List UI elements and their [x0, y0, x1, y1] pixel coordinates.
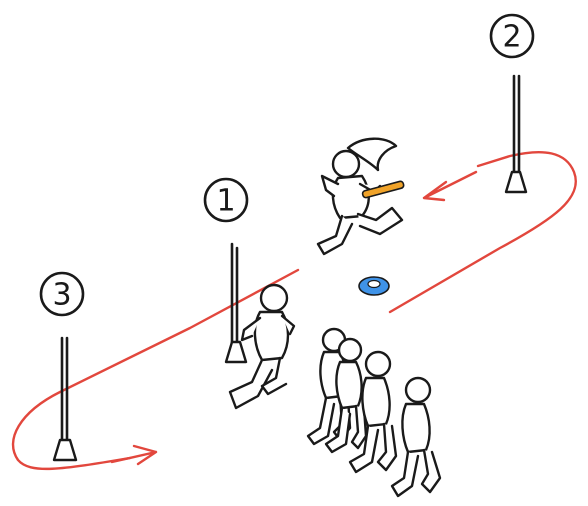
relay-baton-icon [362, 181, 404, 199]
receiving-runner-head [261, 285, 287, 311]
running-track [13, 152, 576, 469]
station-1-pole-base [226, 342, 246, 362]
waiting-runner-torso [402, 404, 429, 452]
waiting-runner-leg-left [392, 452, 418, 496]
waiting-runners-group [308, 329, 440, 496]
waiting-runner-torso [362, 378, 389, 426]
track-arrow-bottom-icon [112, 446, 156, 464]
waiting-runner-leg-right [378, 424, 396, 470]
waiting-runner-head [339, 339, 361, 361]
lead-runner-figure [318, 139, 404, 254]
station-2-pole-base [506, 172, 526, 192]
waiting-runner-torso [336, 362, 361, 408]
lead-runner-head [333, 151, 359, 177]
station-1: 1 [205, 179, 247, 362]
cone-center [368, 281, 380, 288]
waiting-runner-head [366, 352, 390, 376]
station-3-pole-base [54, 440, 76, 460]
waiting-runner-head [406, 378, 430, 402]
cone-marker-icon [359, 277, 389, 295]
waiting-runner-leg-left [308, 398, 334, 444]
track-lower-segment [390, 152, 576, 312]
station-2-label: 2 [502, 20, 521, 55]
station-3-label: 3 [52, 278, 71, 313]
station-2: 2 [491, 15, 533, 192]
lead-runner-leg-front [318, 216, 352, 254]
waiting-runner-figure [392, 378, 440, 496]
waiting-runner-leg-right [422, 450, 440, 492]
station-3: 3 [41, 273, 83, 460]
station-1-label: 1 [216, 184, 235, 219]
track-arrow-top-icon [424, 172, 476, 200]
